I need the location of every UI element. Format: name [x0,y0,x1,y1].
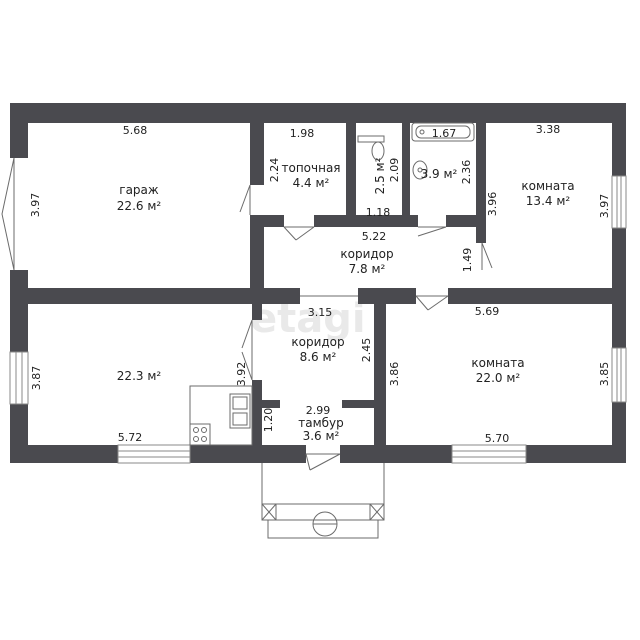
wall-west [10,103,28,463]
dim-room-se-height-right: 3.85 [598,362,611,387]
dim-garage-height: 3.97 [29,193,42,218]
door-entrance [305,445,341,471]
wall-boiler-wc [346,123,356,227]
window-kitchen-west [9,351,29,405]
wall-corridor-room-se [374,304,386,445]
porch [261,463,385,539]
room-labels: гараж 22.6 м² топочная 4.4 м² 2.5 м² 3.9… [117,157,575,443]
wall-east [612,103,626,463]
door-bath [417,226,447,237]
windows [9,175,627,464]
dim-room-ne-height-right: 3.97 [598,194,611,219]
dim-room-ne-width: 3.38 [536,123,561,136]
dim-wc-width: 1.18 [366,206,391,219]
window-room-se-south [451,444,527,464]
wall-bath-bottom-b [446,215,482,227]
label-corridor-top-name: коридор [340,247,393,261]
dim-room-ne-height-left: 3.96 [486,192,499,217]
label-room-se-name: комната [471,356,524,370]
fixtures [189,122,475,446]
dim-room-se-width-top: 5.69 [475,305,500,318]
label-kitchen-area: 22.3 м² [117,369,162,383]
dimension-labels: 5.68 3.97 1.98 2.24 2.09 1.18 1.67 2.36 … [29,123,611,445]
wall-garage-east-bottom [250,215,264,288]
dim-vestibule-height: 1.20 [262,408,275,433]
dim-corridor-top-height: 1.49 [461,248,474,273]
wall-wc-bath [402,123,410,227]
door-boiler [283,226,315,241]
dim-corridor-mid-width: 3.15 [308,306,333,319]
interior-walls [28,123,612,445]
dim-boiler-width: 1.98 [290,127,315,140]
wall-kitchen-east-bottom [252,380,262,445]
doors [239,184,493,471]
label-vestibule-area: 3.6 м² [303,429,340,443]
label-boiler-name: топочная [281,161,340,175]
dim-bath-width: 1.67 [432,127,457,140]
sink-icon [412,160,428,180]
dim-corridor-mid-height-left: 3.92 [235,362,248,387]
dim-corridor-top-width: 5.22 [362,230,387,243]
window-kitchen-south [117,444,191,464]
label-wc-area: 2.5 м² [373,157,387,194]
wall-middle-center [358,288,416,304]
label-room-ne-area: 13.4 м² [526,194,571,208]
wall-garage-east-top [250,123,264,185]
door-garage [239,184,251,215]
label-garage-area: 22.6 м² [117,199,162,213]
label-corridor-top-area: 7.8 м² [349,262,386,276]
label-bath-area: 3.9 м² [421,167,458,181]
wall-wc-bath-bottom [314,215,418,227]
dim-bath-height: 2.36 [460,160,473,185]
dim-garage-width: 5.68 [123,124,148,137]
bathtub-icon [411,122,475,142]
kitchen-counter [189,385,253,446]
label-corridor-mid-name: коридор [291,335,344,349]
toilet-icon [357,135,385,161]
dim-room-se-height-left: 3.86 [388,362,401,387]
wall-bath-room [476,123,486,243]
dim-corridor-mid-height-right: 2.45 [360,338,373,363]
garage-gate [1,157,28,271]
label-boiler-area: 4.4 м² [293,176,330,190]
dim-wc-height: 2.09 [388,158,401,183]
stove-icon [189,423,211,446]
wall-tambour-top-b [342,400,374,408]
label-corridor-mid-area: 8.6 м² [300,350,337,364]
wall-kitchen-east-top [252,304,262,320]
wall-tambour-top-a [262,400,280,408]
dim-vestibule-width: 2.99 [306,404,331,417]
door-room-se [415,295,449,311]
door-kitchen [241,319,253,381]
dim-kitchen-height: 3.87 [30,366,43,391]
window-room-ne-east [611,175,627,229]
wall-boiler-bottom-a [264,215,284,227]
dim-room-se-width-bottom: 5.70 [485,432,510,445]
wall-middle-east [448,288,612,304]
label-vestibule-name: тамбур [298,416,344,430]
wall-north [10,103,626,123]
wall-middle-west [28,288,300,304]
door-room-ne [481,242,493,270]
dim-kitchen-width: 5.72 [118,431,143,444]
label-garage-name: гараж [119,183,159,197]
dim-boiler-height: 2.24 [268,158,281,183]
label-room-se-area: 22.0 м² [476,371,521,385]
window-room-se-east [611,347,627,403]
label-room-ne-name: комната [521,179,574,193]
